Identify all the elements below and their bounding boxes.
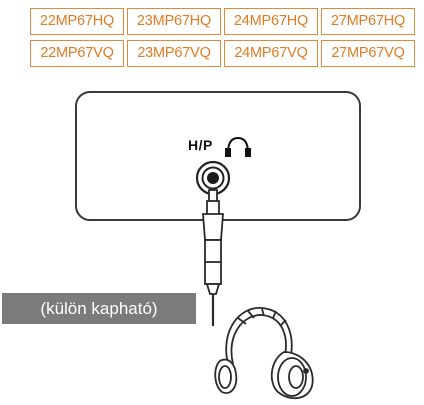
model-tag: 23MP67VQ: [127, 40, 221, 67]
model-list: 22MP67HQ 23MP67HQ 24MP67HQ 27MP67HQ 22MP…: [30, 8, 416, 72]
model-tag: 24MP67HQ: [224, 8, 318, 35]
audio-plug: [202, 189, 224, 326]
headphones: [214, 307, 314, 400]
model-tag: 22MP67HQ: [30, 8, 124, 35]
model-row-hq: 22MP67HQ 23MP67HQ 24MP67HQ 27MP67HQ: [30, 8, 416, 35]
model-tag: 22MP67VQ: [30, 40, 124, 67]
model-tag: 23MP67HQ: [127, 8, 221, 35]
model-tag: 27MP67VQ: [321, 40, 415, 67]
port-label: H/P: [188, 137, 213, 153]
model-tag: 24MP67VQ: [224, 40, 318, 67]
model-tag: 27MP67HQ: [321, 8, 415, 35]
model-row-vq: 22MP67VQ 23MP67VQ 24MP67VQ 27MP67VQ: [30, 40, 416, 67]
headphone-port: [195, 160, 231, 196]
caption-label: (külön kapható): [2, 293, 196, 324]
headphone-icon: [225, 136, 251, 157]
